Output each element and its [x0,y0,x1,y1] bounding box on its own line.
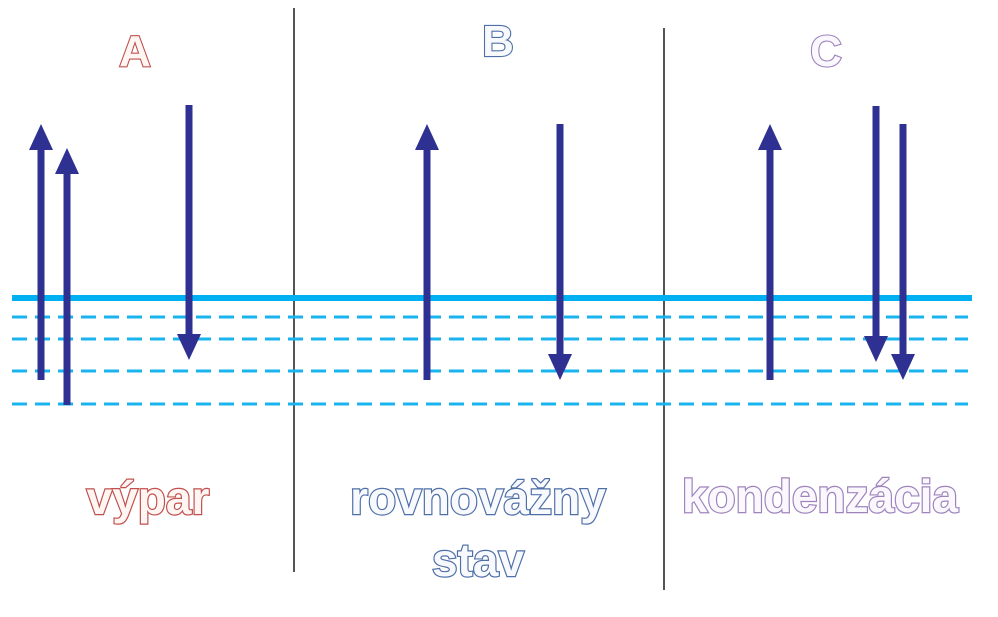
panel-b-letter: B [482,17,514,66]
panel-b-label-line-2: stav [432,534,524,586]
panel-a-up-arrow [29,124,53,380]
panel-c-letter: C [810,27,842,76]
panel-a-down-arrow [177,105,201,360]
panel-a-letter: A [119,27,151,76]
panel-b-down-arrow [548,124,572,380]
panel-c-down-arrow [864,106,888,362]
panel-c-down-arrow [891,124,915,380]
panel-c-up-arrow [758,124,782,380]
panel-a-up-arrow [55,148,79,405]
panel-a-label: výpar [87,472,210,524]
panel-b-label-line-1: rovnovážny [350,472,606,524]
panel-c-label: kondenzácia [682,470,959,522]
panel-b-up-arrow [415,124,439,380]
